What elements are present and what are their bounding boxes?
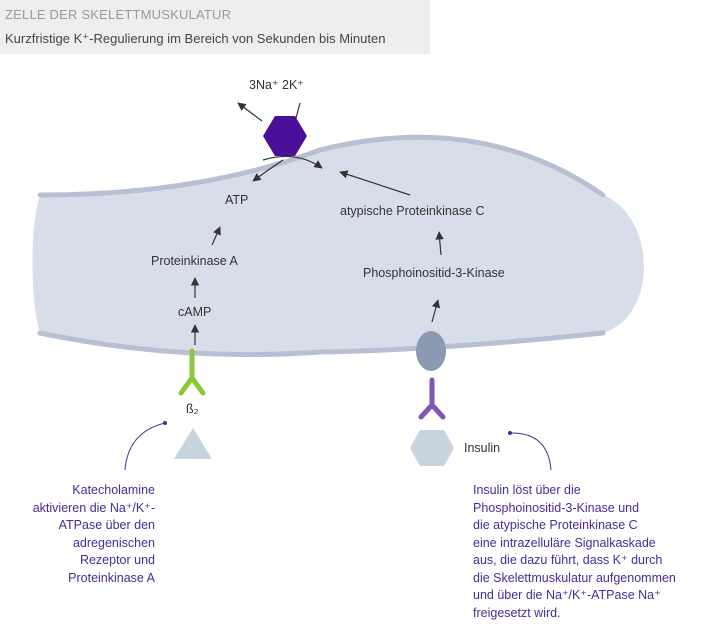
arrow-apkc-to-pump xyxy=(339,170,411,196)
beta2-receptor-label: ß₂ xyxy=(186,402,199,416)
insulin-pointer xyxy=(509,432,552,471)
insulin-note-line: und über die Na⁺/K⁺-ATPase Na⁺ xyxy=(473,588,661,602)
insulin-note-line: freigesetzt wird. xyxy=(473,605,561,620)
insulin-label: Insulin xyxy=(464,441,501,455)
header-panel: ZELLE DER SKELETTMUSKULATUR Kurzfristige… xyxy=(0,0,430,54)
catecholamine-note: Katecholamine aktivieren die Na⁺/K⁺- ATP… xyxy=(5,482,155,587)
pi3k-label: Phosphoinositid-3-Kinase xyxy=(363,266,505,280)
insulin-note-line: Phosphoinositid-3-Kinase und xyxy=(473,500,640,515)
catecholamine-note-line: aktivieren die Na⁺/K⁺- xyxy=(32,500,155,515)
catecholamine-note-line: Rezeptor und xyxy=(79,553,155,567)
proteinkinase-a-label: Proteinkinase A xyxy=(151,254,238,268)
insulin-receptor-head xyxy=(416,331,446,371)
insulin-note-line: die Skelettmuskulatur aufgenommen xyxy=(473,570,676,585)
catecholamine-note-line: adregenischen xyxy=(72,535,155,550)
pump-curve-right xyxy=(262,155,323,169)
arrow-receptor-to-pi3k xyxy=(431,299,441,323)
pump-curve-left xyxy=(252,159,284,182)
page-subtitle: Kurzfristige K⁺-Regulierung im Bereich v… xyxy=(5,31,386,46)
pump-inflow-line xyxy=(295,102,301,119)
pump-ions-label: 3Na⁺ 2K⁺ xyxy=(249,78,304,92)
pump-outflow-arrow xyxy=(237,102,263,122)
insulin-ligand xyxy=(410,430,454,466)
catecholamine-note-line: ATPase über den xyxy=(58,518,155,532)
catecholamine-note-line: Katecholamine xyxy=(72,483,155,497)
atp-label: ATP xyxy=(225,193,249,207)
beta2-receptor-arms xyxy=(178,375,206,396)
cell-body xyxy=(32,137,644,355)
cell-membrane-bottom xyxy=(37,330,606,358)
catecholamine-pointer-dot xyxy=(163,421,167,425)
catecholamine-ligand xyxy=(174,428,212,459)
cell-membrane-top xyxy=(37,134,606,198)
camp-label: cAMP xyxy=(178,305,212,319)
insulin-note: Insulin löst über die Phosphoinositid-3-… xyxy=(473,482,703,622)
insulin-note-line: aus, die dazu führt, dass K⁺ durch xyxy=(473,553,663,567)
catecholamine-note-line: Proteinkinase A xyxy=(68,570,155,585)
catecholamine-pointer xyxy=(124,422,166,471)
apkc-label: atypische Proteinkinase C xyxy=(340,204,485,218)
insulin-receptor-arms xyxy=(418,402,446,420)
insulin-pointer-dot xyxy=(508,431,512,435)
insulin-note-line: Insulin löst über die xyxy=(473,483,581,497)
na-k-atpase-pump xyxy=(263,116,307,156)
arrow-pka-to-atp xyxy=(211,226,221,246)
arrow-pi3k-to-apkc xyxy=(435,231,444,256)
insulin-note-line: die atypische Proteinkinase C xyxy=(473,518,638,532)
insulin-note-line: eine intrazelluläre Signalkaskade xyxy=(473,535,656,550)
page-title: ZELLE DER SKELETTMUSKULATUR xyxy=(5,7,232,22)
